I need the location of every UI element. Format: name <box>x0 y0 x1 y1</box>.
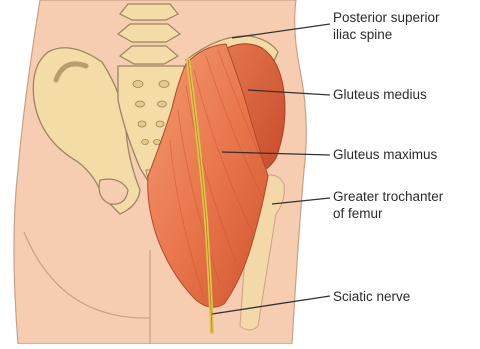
label-sciatic-nerve: Sciatic nerve <box>333 288 410 305</box>
label-posterior-superior-iliac-spine: Posterior superior iliac spine <box>333 9 440 43</box>
label-greater-trochanter: Greater trochanter of femur <box>333 188 443 222</box>
lumbar-spine <box>118 4 180 64</box>
label-gluteus-medius: Gluteus medius <box>333 86 427 103</box>
label-gluteus-maximus: Gluteus maximus <box>333 146 437 163</box>
